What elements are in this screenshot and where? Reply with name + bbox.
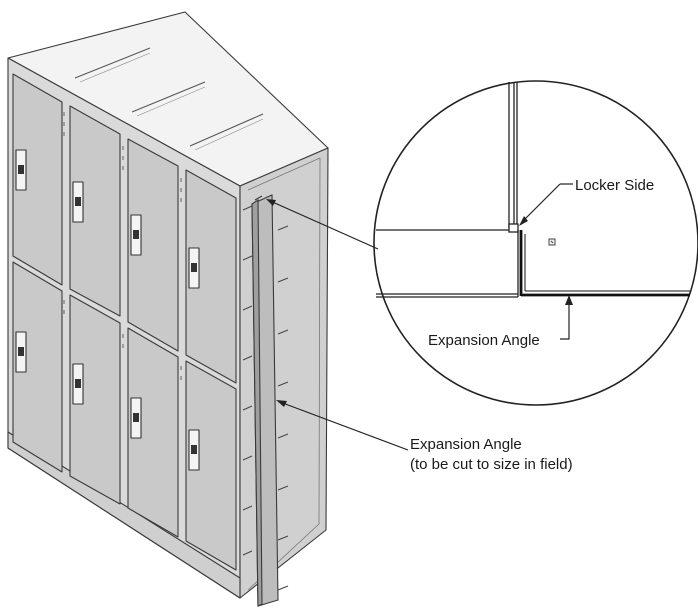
locker-door <box>69 105 121 317</box>
side-screws <box>242 205 289 591</box>
locker-door <box>69 294 121 505</box>
detail-locker-side-profile <box>376 82 519 298</box>
detail-circle <box>373 80 698 406</box>
expansion-angle-strip <box>251 194 279 607</box>
screw-icon <box>548 238 556 246</box>
callout-expansion-angle-main: Expansion Angle (to be cut to size in fi… <box>276 400 573 473</box>
detail-view <box>373 80 698 406</box>
detail-connector-line <box>267 199 379 250</box>
locker-door <box>185 169 237 384</box>
locker-door <box>127 138 179 352</box>
label-expansion-angle-detail: Expansion Angle <box>428 332 540 349</box>
locker-base <box>7 431 241 599</box>
locker-door <box>185 360 237 571</box>
locker-door <box>12 73 63 286</box>
label-locker-side: Locker Side <box>575 177 654 194</box>
callout-expansion-angle-detail: Expansion Angle <box>428 295 573 349</box>
label-expansion-angle-main-line1: Expansion Angle <box>410 436 522 453</box>
label-expansion-angle-main-line2: (to be cut to size in field) <box>410 456 573 473</box>
locker-door <box>12 261 63 473</box>
detail-expansion-angle-profile <box>519 230 690 297</box>
locker-door <box>127 327 179 538</box>
locker-bank <box>7 11 329 599</box>
callout-locker-side: Locker Side <box>519 177 654 226</box>
